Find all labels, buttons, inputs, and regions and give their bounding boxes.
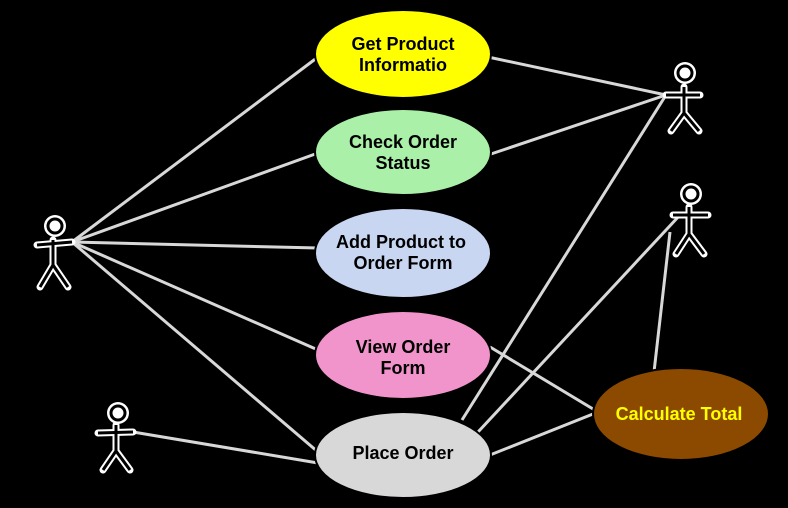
association-line — [487, 55, 667, 97]
use-case-ellipse — [314, 310, 492, 400]
association-line — [71, 240, 319, 352]
actor-head — [109, 404, 127, 422]
association-line — [489, 345, 599, 414]
actor-head — [46, 217, 64, 235]
association-line — [71, 151, 319, 244]
use-case-add-product-to-order-form[interactable]: Add Product to Order Form — [314, 207, 492, 299]
use-case-label: Calculate Total — [616, 404, 743, 424]
association-line — [652, 231, 672, 373]
actor-left[interactable] — [33, 215, 76, 291]
use-case-label: Place Order — [352, 443, 453, 463]
use-case-label-line-1: Get Product — [351, 34, 454, 54]
actor-top-right[interactable] — [662, 62, 704, 135]
use-case-place-order[interactable]: Place Order — [314, 411, 492, 499]
actor-body — [666, 87, 701, 132]
association-line — [487, 93, 667, 157]
association-line — [489, 410, 599, 457]
use-case-label-line-2: Informatio — [359, 55, 447, 75]
use-case-ellipse — [592, 367, 770, 461]
association-line — [71, 240, 319, 250]
use-case-ellipse — [314, 411, 492, 499]
actor-body — [36, 240, 73, 288]
use-case-ellipse — [314, 108, 492, 196]
use-case-label-line-1: Check Order — [349, 132, 457, 152]
association-line — [476, 213, 682, 434]
use-case-label-line-2: Status — [375, 153, 430, 173]
actor-body — [97, 425, 134, 471]
use-case-view-order-form[interactable]: View Order Form — [314, 310, 492, 400]
use-case-label-line-1: View Order — [356, 337, 451, 357]
use-case-ellipse — [314, 9, 492, 99]
use-case-label-line-2: Form — [381, 358, 426, 378]
actor-head — [682, 185, 700, 203]
actor-head — [676, 64, 694, 82]
association-line — [132, 430, 319, 465]
association-line — [71, 240, 319, 454]
association-line — [460, 94, 668, 421]
use-case-label-line-1: Add Product to — [336, 232, 466, 252]
actor-body — [673, 207, 708, 255]
association-line — [71, 55, 319, 244]
use-case-calculate-total[interactable]: Calculate Total — [592, 367, 770, 461]
actor-right[interactable] — [669, 183, 712, 258]
use-case-label-line-2: Order Form — [353, 253, 452, 273]
use-case-check-order-status[interactable]: Check Order Status — [314, 108, 492, 196]
association-lines — [71, 55, 682, 465]
actors — [33, 62, 712, 474]
actor-bottom-left[interactable] — [94, 402, 137, 474]
use-case-ellipse — [314, 207, 492, 299]
use-cases: Get Product Informatio Check Order Statu… — [314, 9, 770, 499]
use-case-get-product-info[interactable]: Get Product Informatio — [314, 9, 492, 99]
